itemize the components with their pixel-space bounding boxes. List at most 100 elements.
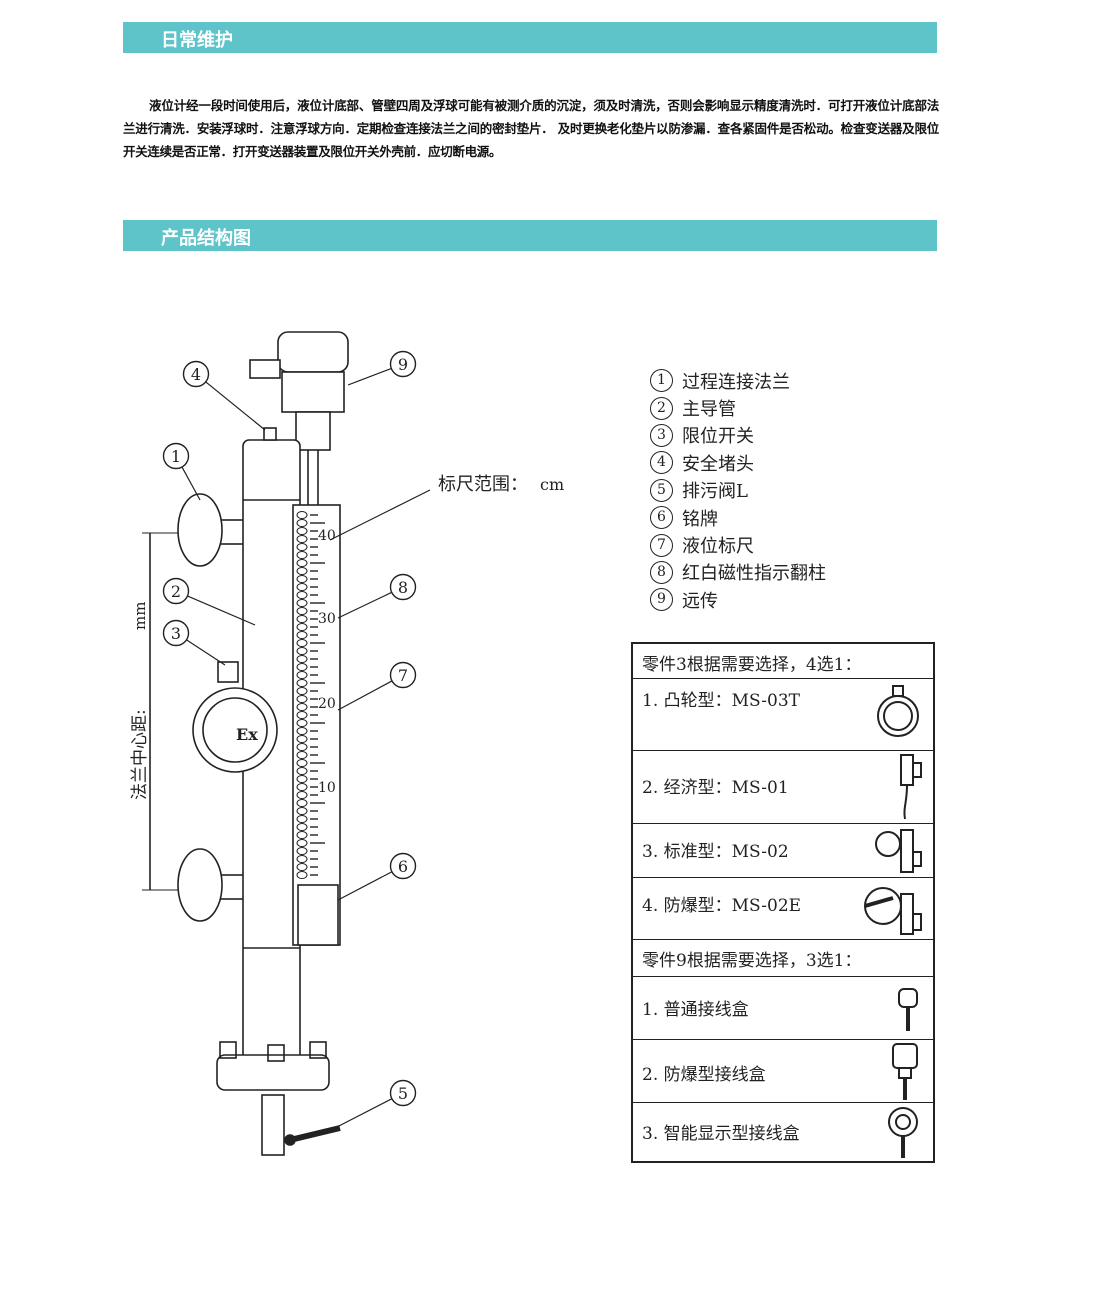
flap bbox=[296, 567, 308, 575]
callout-number: 2 bbox=[171, 582, 181, 601]
callout-number: 5 bbox=[398, 1084, 408, 1103]
flap bbox=[296, 695, 308, 703]
flap bbox=[296, 575, 308, 583]
explosion-proof-switch-icon bbox=[864, 887, 922, 935]
flap bbox=[296, 711, 308, 719]
legend-number: 5 bbox=[650, 478, 673, 502]
flap bbox=[296, 839, 308, 847]
legend-label: 铭牌 bbox=[682, 508, 718, 530]
flap bbox=[296, 607, 308, 615]
section-title: 日常维护 bbox=[161, 30, 233, 51]
callout-number: 9 bbox=[398, 355, 408, 374]
flap bbox=[296, 735, 308, 743]
table-row: 1. 凸轮型：MS-03T bbox=[633, 679, 933, 751]
callout-8: 8 bbox=[337, 573, 417, 619]
junction-box-icon bbox=[898, 988, 918, 1031]
smart-display-box-icon bbox=[888, 1107, 918, 1158]
flap bbox=[296, 831, 308, 839]
flap bbox=[296, 535, 308, 543]
legend-label: 液位标尺 bbox=[682, 536, 754, 558]
flap bbox=[296, 719, 308, 727]
economy-switch-icon bbox=[900, 754, 922, 820]
flap bbox=[296, 807, 308, 815]
flap bbox=[296, 543, 308, 551]
flap bbox=[296, 623, 308, 631]
flap bbox=[296, 767, 308, 775]
table-header-text: 零件9根据需要选择，3选1： bbox=[642, 951, 862, 971]
legend-number: 8 bbox=[650, 560, 673, 584]
callout-2: 2 bbox=[162, 577, 256, 626]
legend-label: 远传 bbox=[682, 590, 718, 612]
flap bbox=[296, 655, 308, 663]
flap bbox=[296, 671, 308, 679]
callout-4: 4 bbox=[182, 360, 266, 431]
legend-label: 过程连接法兰 bbox=[682, 371, 790, 393]
legend-label: 安全堵头 bbox=[682, 453, 754, 475]
flap bbox=[296, 815, 308, 823]
callout-number: 1 bbox=[171, 447, 181, 466]
callout-number: 3 bbox=[171, 624, 181, 643]
flap bbox=[296, 639, 308, 647]
option-label: 3. 标准型：MS-02 bbox=[642, 842, 789, 862]
flap bbox=[296, 559, 308, 567]
table-row: 1. 普通接线盒 bbox=[633, 977, 933, 1040]
legend-number: 6 bbox=[650, 506, 673, 530]
flap bbox=[296, 823, 308, 831]
flap bbox=[296, 687, 308, 695]
flap bbox=[296, 551, 308, 559]
flap bbox=[296, 679, 308, 687]
flap bbox=[296, 871, 308, 879]
dim-label: 法兰中心距: bbox=[130, 709, 150, 800]
section-header-structure: 产品结构图 bbox=[123, 220, 937, 251]
flap bbox=[296, 615, 308, 623]
callout-7: 7 bbox=[337, 661, 417, 711]
table-row: 4. 防爆型：MS-02E bbox=[633, 878, 933, 940]
options-table: 零件3根据需要选择，4选1： 1. 凸轮型：MS-03T 2. 经济型：MS-0… bbox=[631, 642, 935, 1163]
legend-item: 7 液位标尺 bbox=[650, 531, 826, 558]
callout-number: 6 bbox=[398, 857, 408, 876]
table-row: 2. 防爆型接线盒 bbox=[633, 1040, 933, 1103]
flap bbox=[296, 599, 308, 607]
maintenance-paragraph: 液位计经一段时间使用后，液位计底部、管壁四周及浮球可能有被测介质的沉淀，须及时清… bbox=[123, 98, 939, 159]
flap bbox=[296, 511, 308, 519]
flap bbox=[296, 519, 308, 527]
legend-item: 2 主导管 bbox=[650, 394, 826, 421]
magnetic-flaps bbox=[296, 511, 325, 879]
flap bbox=[296, 759, 308, 767]
flap bbox=[296, 799, 308, 807]
legend-number: 2 bbox=[650, 396, 673, 420]
option-label: 2. 经济型：MS-01 bbox=[642, 778, 789, 798]
legend-label: 主导管 bbox=[682, 399, 736, 421]
ex-mark: Ex bbox=[236, 725, 258, 744]
section-header-maintenance: 日常维护 bbox=[123, 22, 937, 53]
table-header: 零件9根据需要选择，3选1： bbox=[633, 940, 933, 977]
legend-item: 9 远传 bbox=[650, 586, 826, 613]
dim-unit: mm bbox=[131, 602, 149, 630]
callout-9: 9 bbox=[347, 350, 417, 386]
scale-tick-label: 20 bbox=[318, 696, 336, 712]
flap bbox=[296, 847, 308, 855]
table-header-text: 零件3根据需要选择，4选1： bbox=[642, 655, 862, 675]
table-row: 3. 智能显示型接线盒 bbox=[633, 1103, 933, 1161]
callout-3: 3 bbox=[162, 619, 226, 666]
standard-switch-icon bbox=[875, 829, 922, 873]
flap bbox=[296, 647, 308, 655]
callout-5: 5 bbox=[334, 1079, 417, 1129]
scale-tick-label: 10 bbox=[318, 780, 336, 796]
flap bbox=[296, 863, 308, 871]
callout-number: 4 bbox=[191, 365, 201, 384]
legend-number: 3 bbox=[650, 423, 673, 447]
legend-number: 7 bbox=[650, 533, 673, 557]
explosion-proof-box-icon bbox=[892, 1043, 918, 1100]
callout-6: 6 bbox=[337, 852, 417, 901]
level-gauge-diagram: mm 法兰中心距: 40 30 20 10 Ex 标尺范围： cm 123456… bbox=[130, 331, 564, 1156]
flap bbox=[296, 743, 308, 751]
legend-number: 9 bbox=[650, 588, 673, 612]
flap bbox=[296, 703, 308, 711]
